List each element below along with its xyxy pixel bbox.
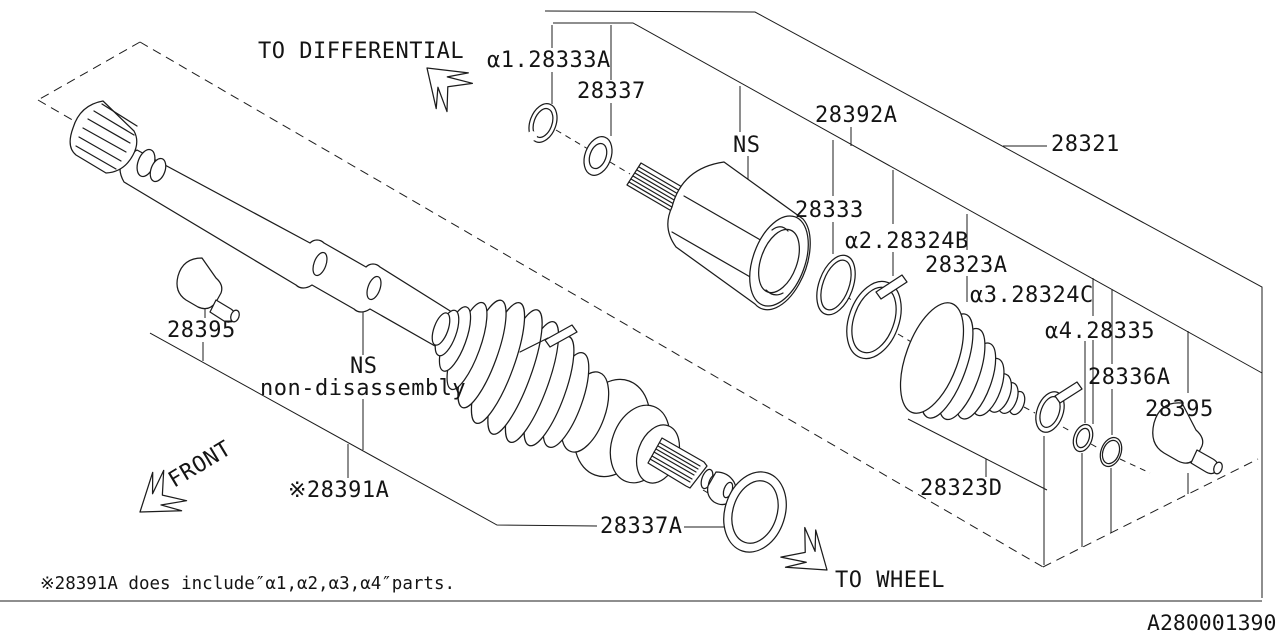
part-label-28336A: 28336A	[1088, 365, 1170, 390]
part-label-28337A: 28337A	[600, 514, 682, 539]
spline-hatching	[75, 103, 138, 170]
circlip-28333	[816, 254, 856, 316]
doj-housing	[667, 161, 811, 311]
grease-cap-left	[176, 257, 240, 323]
part-label-a2-28324B: α2.28324B	[845, 229, 969, 254]
snap-ring-28333A	[527, 103, 558, 143]
part-label-28391A: ※28391A	[288, 478, 389, 503]
to-wheel-arrow-icon	[780, 526, 828, 571]
part-label-28395-right: 28395	[1145, 397, 1214, 422]
small-band-tab	[1054, 381, 1083, 404]
part-label-a4-28335: α4.28335	[1045, 319, 1155, 344]
bracket-28323D	[907, 418, 1048, 491]
to-differential-label: TO DIFFERENTIAL	[258, 39, 464, 64]
part-label-a3-28324C: α3.28324C	[970, 283, 1094, 308]
to-wheel-label: TO WHEEL	[835, 568, 945, 593]
bracket-28391A	[149, 332, 724, 528]
drive-shaft	[119, 149, 456, 351]
baffle-plate-28337	[583, 136, 613, 176]
front-arrow-icon	[139, 469, 188, 513]
retainer-ring-1	[1072, 423, 1094, 453]
grease-cap-right	[1152, 402, 1223, 475]
part-label-ns-top: NS	[733, 133, 761, 158]
part-label-28333: 28333	[795, 198, 864, 223]
front-label: FRONT	[164, 436, 236, 493]
stub-spline-hatching	[649, 442, 701, 483]
boot-band-small	[1035, 381, 1083, 433]
part-label-a1-28333A: α1.28333A	[487, 48, 611, 73]
part-label-28395-left: 28395	[167, 318, 236, 343]
part-label-28323D: 28323D	[920, 476, 1002, 501]
part-label-non-disassembly: non-disassembly	[260, 376, 466, 401]
ring-28337A	[723, 471, 787, 553]
retainer-ring-2	[1099, 436, 1123, 468]
part-label-28337: 28337	[577, 79, 646, 104]
inner-boot-28323A	[899, 302, 1026, 421]
part-label-28392A: 28392A	[815, 103, 897, 128]
cv-boot-outer	[431, 299, 651, 478]
drawing-number: A280001390	[1147, 611, 1276, 636]
assembly-bracket-28321	[544, 10, 1263, 598]
dashed-assembly-boundary	[37, 41, 1259, 568]
to-differential-arrow-icon	[426, 67, 474, 113]
boot-band-28324B	[846, 274, 908, 360]
band-tab	[875, 274, 908, 300]
footnote: ※28391A does include″α1,α2,α3,α4″parts.	[40, 574, 455, 594]
part-label-28321: 28321	[1051, 132, 1120, 157]
part-label-ns-left: NS	[350, 354, 378, 379]
boot-clamp-tab	[544, 324, 578, 348]
part-label-28323A: 28323A	[925, 253, 1007, 278]
labels: TO DIFFERENTIAL α1.28333A 28337 NS 28392…	[40, 39, 1276, 636]
shaft-spline-end	[69, 100, 167, 183]
